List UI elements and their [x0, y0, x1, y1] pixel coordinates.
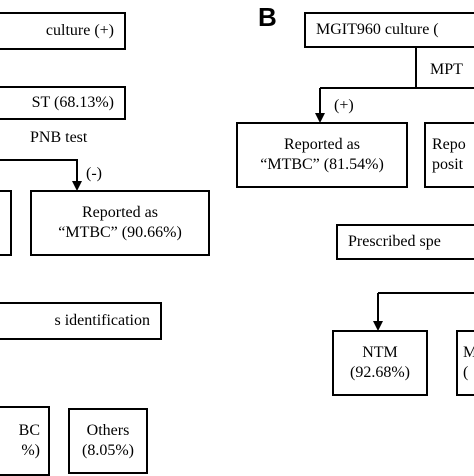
panel-a-pnb-label: PNB test	[30, 129, 88, 146]
panel-b-pos-label: (+)	[334, 97, 354, 114]
panel-b-ntm-line2: (92.68%)	[350, 364, 410, 381]
panel-a-st-label: ST (68.13%)	[31, 94, 114, 111]
panel-b-repo-line2: posit	[432, 156, 464, 173]
panel-a-bc-line1: BC	[18, 422, 40, 439]
panel-b-mpt-label: MPT	[430, 61, 463, 78]
arrow-pnb-to-mtbc	[0, 159, 82, 191]
panel-b-prescribed-label: Prescribed spe	[348, 233, 441, 250]
panel-b-repo-box: Repo posit	[424, 122, 474, 188]
panel-b-ntm-line1: NTM	[362, 344, 398, 361]
panel-a-bc-line2: %)	[21, 442, 40, 459]
panel-a-neg-label: (-)	[86, 165, 102, 182]
panel-b-culture-label: MGIT960 culture (	[316, 21, 439, 38]
panel-a-culture-label: culture (+)	[45, 22, 114, 39]
panel-b-repo-line1: Repo	[432, 136, 466, 153]
panel-a-st-box: ST (68.13%)	[0, 86, 126, 120]
panel-b-label: B	[258, 2, 277, 32]
panel-b-mtbc-line1: Reported as	[284, 136, 360, 153]
panel-a-culture-box: culture (+)	[0, 12, 126, 50]
panel-a-species-label: s identification	[54, 312, 150, 329]
panel-b-m-line1: M	[463, 343, 474, 363]
panel-a-others-line2: (8.05%)	[82, 442, 134, 459]
panel-b-mtbc-line2: “MTBC” (81.54%)	[260, 156, 384, 173]
panel-a-mtbc-box: Reported as “MTBC” (90.66%)	[30, 190, 210, 256]
panel-a-mtbc-line2: “MTBC” (90.66%)	[58, 224, 182, 241]
arrow-prescribed-to-ntm	[378, 292, 474, 326]
panel-b-prescribed-box: Prescribed spe	[336, 224, 474, 260]
arrow-mpt-to-mtbc	[320, 87, 474, 118]
panel-a-others-line1: Others	[86, 422, 130, 439]
panel-a-others-box: Others (8.05%)	[68, 408, 148, 474]
panel-b-ntm-box: NTM (92.68%)	[332, 330, 428, 396]
panel-b-m-box: M (	[456, 330, 474, 396]
panel-b-culture-box: MGIT960 culture (	[304, 12, 474, 48]
panel-a-bc-box: BC %)	[0, 406, 50, 476]
panel-a-left-cut-box	[0, 190, 12, 256]
panel-b-m-line2: (	[463, 364, 469, 381]
panel-a-mtbc-line1: Reported as	[82, 204, 158, 221]
panel-b-mtbc-box: Reported as “MTBC” (81.54%)	[236, 122, 408, 188]
panel-a-species-box: s identification	[0, 302, 162, 340]
